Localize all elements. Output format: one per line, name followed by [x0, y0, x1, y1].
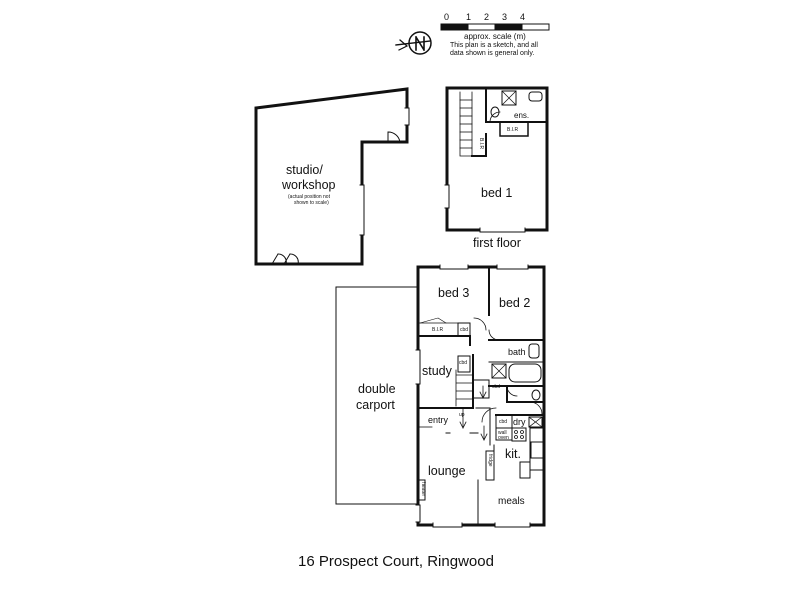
- studio-double-door-icon: [271, 253, 299, 265]
- first-floor-stair-icon: [459, 91, 473, 157]
- scale-bar: [440, 23, 550, 31]
- linen-cupboard-label: cbd: [460, 327, 469, 333]
- kitchen-label: kit.: [505, 447, 521, 461]
- stair-cupboard-label: cbd: [459, 360, 468, 366]
- ensuite-robe-label: B.I.R: [507, 127, 519, 133]
- disclaimer-line-2: data shown is general only.: [450, 50, 535, 57]
- bed3-label: bed 3: [438, 286, 470, 300]
- ensuite-shower-icon: [501, 90, 517, 106]
- scale-tick-4: 4: [520, 12, 526, 22]
- stair-up-label: up: [459, 412, 465, 418]
- wall-oven-label: wall oven: [498, 430, 509, 441]
- property-address-caption: 16 Prospect Court, Ringwood: [298, 553, 494, 570]
- dryer-icon: [528, 416, 543, 428]
- ensuite-label: ens.: [514, 111, 530, 120]
- toilet-icon: [531, 389, 541, 401]
- bed2-label: bed 2: [499, 296, 531, 310]
- scale-tick-2: 2: [484, 12, 490, 22]
- shower-icon: [491, 363, 507, 379]
- lounge-label: lounge: [428, 464, 466, 478]
- first-floor-outline: [444, 86, 549, 233]
- studio-note-line-2: shown to scale): [294, 200, 329, 206]
- scale-tick-1: 1: [466, 12, 472, 22]
- disclaimer-line-1: This plan is a sketch, and all: [450, 42, 538, 49]
- heater-label: heater: [420, 482, 426, 497]
- entry-label: entry: [428, 415, 449, 425]
- sink-icon: [530, 441, 544, 459]
- carport-outline: [335, 286, 419, 505]
- scale-label: approx. scale (m): [464, 32, 526, 41]
- ensuite-basin-icon: [528, 91, 543, 102]
- hall-cupboard-label: cbd: [492, 384, 501, 390]
- bed1-label: bed 1: [481, 186, 513, 200]
- bathtub-icon: [508, 363, 542, 383]
- cooktop-icon: [511, 427, 527, 442]
- bed1-robe-label: B.I.R: [478, 138, 484, 150]
- studio-door-icon: [387, 131, 401, 143]
- first-floor-title: first floor: [473, 236, 521, 250]
- laundry-cupboard-label: cbd: [499, 419, 508, 425]
- studio-label-line-1: studio/: [286, 163, 323, 177]
- scale-tick-3: 3: [502, 12, 508, 22]
- fridge-label: fridge: [487, 454, 493, 467]
- bed3-robe-label: B.I.R: [432, 327, 444, 333]
- studio-label-line-2: workshop: [282, 178, 336, 192]
- carport-label-line-2: carport: [356, 398, 395, 412]
- carport-label-line-1: double: [358, 382, 396, 396]
- north-compass-icon: [395, 31, 432, 55]
- meals-label: meals: [498, 496, 525, 507]
- bath-label: bath: [508, 347, 526, 357]
- studio-workshop-outline: [254, 87, 410, 266]
- study-label: study: [422, 364, 452, 378]
- dryer-label: dry: [513, 417, 526, 427]
- stair-icon: [455, 355, 474, 429]
- ground-floor-outline: [415, 264, 546, 528]
- scale-tick-0: 0: [444, 12, 450, 22]
- bath-basin-icon: [528, 343, 540, 359]
- studio-note-line-1: (actual position not: [288, 194, 330, 200]
